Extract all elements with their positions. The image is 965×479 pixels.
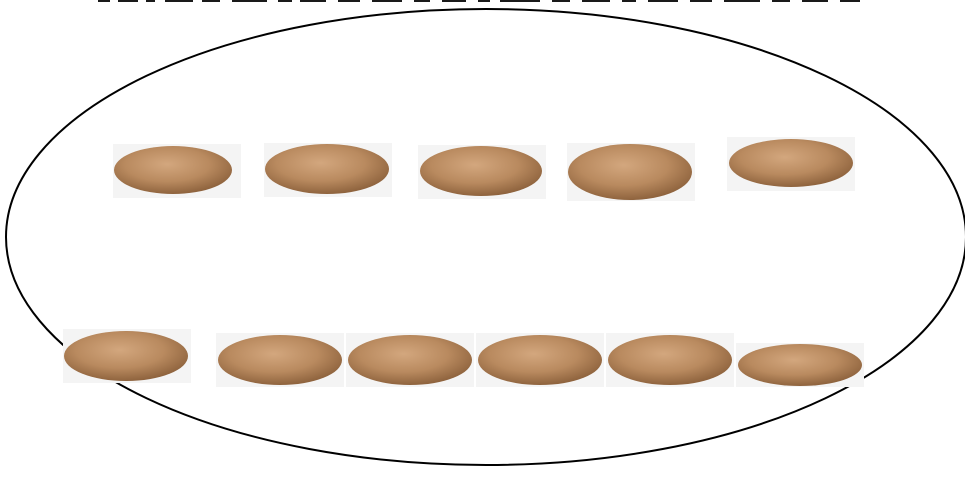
bean-item bbox=[113, 144, 241, 198]
bean bbox=[265, 144, 389, 194]
bean bbox=[64, 331, 188, 381]
bean bbox=[738, 344, 862, 386]
bean-item bbox=[216, 333, 344, 387]
bean-item bbox=[606, 333, 734, 387]
bean-item bbox=[727, 137, 855, 191]
bean bbox=[608, 335, 732, 385]
bean-item bbox=[476, 333, 604, 387]
cropped-text-fragments bbox=[98, 0, 860, 2]
bean-item bbox=[346, 333, 474, 387]
bean bbox=[420, 146, 542, 196]
bean-item bbox=[736, 343, 864, 387]
set-outline bbox=[6, 9, 965, 465]
bean-group-bottom bbox=[63, 329, 864, 387]
bean bbox=[568, 144, 692, 200]
bean-item bbox=[567, 143, 695, 201]
bean bbox=[114, 146, 232, 194]
bean bbox=[478, 335, 602, 385]
bean-group-top bbox=[113, 137, 855, 201]
bean-item bbox=[418, 145, 546, 199]
bean bbox=[218, 335, 342, 385]
bean bbox=[729, 139, 853, 187]
bean-item bbox=[63, 329, 191, 383]
bean bbox=[348, 335, 472, 385]
bean-item bbox=[264, 143, 392, 197]
